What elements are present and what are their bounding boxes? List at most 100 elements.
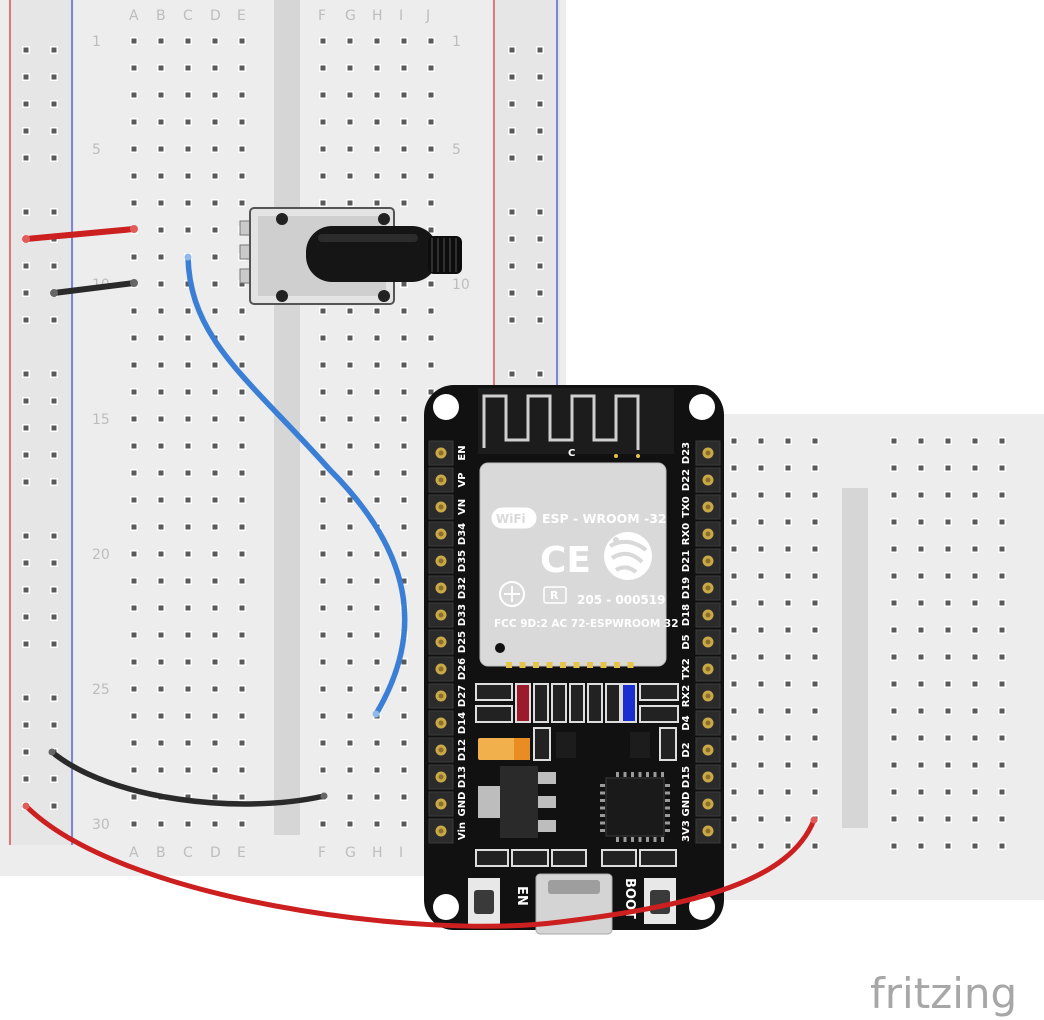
breadboard-hole[interactable]	[918, 465, 924, 471]
breadboard-hole[interactable]	[347, 740, 353, 746]
breadboard-hole[interactable]	[999, 708, 1005, 714]
breadboard-hole[interactable]	[347, 551, 353, 557]
breadboard-hole[interactable]	[51, 398, 57, 404]
breadboard-hole[interactable]	[972, 816, 978, 822]
breadboard-hole[interactable]	[239, 200, 245, 206]
breadboard-hole[interactable]	[239, 821, 245, 827]
breadboard-hole[interactable]	[401, 335, 407, 341]
breadboard-hole[interactable]	[401, 524, 407, 530]
breadboard-hole[interactable]	[428, 362, 434, 368]
breadboard-hole[interactable]	[51, 101, 57, 107]
breadboard-hole[interactable]	[185, 362, 191, 368]
breadboard-hole[interactable]	[320, 389, 326, 395]
wire-blue[interactable]	[184, 253, 408, 718]
breadboard-hole[interactable]	[347, 119, 353, 125]
breadboard-hole[interactable]	[239, 605, 245, 611]
breadboard-hole[interactable]	[158, 362, 164, 368]
breadboard-hole[interactable]	[185, 308, 191, 314]
breadboard-hole[interactable]	[918, 627, 924, 633]
breadboard-hole[interactable]	[812, 735, 818, 741]
breadboard-hole[interactable]	[131, 173, 137, 179]
breadboard-hole[interactable]	[158, 686, 164, 692]
breadboard-hole[interactable]	[131, 578, 137, 584]
breadboard-hole[interactable]	[158, 470, 164, 476]
breadboard-hole[interactable]	[428, 65, 434, 71]
wire-red-short[interactable]	[22, 225, 138, 243]
breadboard-hole[interactable]	[918, 519, 924, 525]
breadboard-hole[interactable]	[374, 794, 380, 800]
breadboard-hole[interactable]	[239, 497, 245, 503]
breadboard-hole[interactable]	[51, 614, 57, 620]
breadboard-hole[interactable]	[320, 173, 326, 179]
breadboard-hole[interactable]	[758, 492, 764, 498]
breadboard-hole[interactable]	[347, 578, 353, 584]
breadboard-hole[interactable]	[374, 335, 380, 341]
breadboard-hole[interactable]	[185, 470, 191, 476]
breadboard-hole[interactable]	[23, 614, 29, 620]
breadboard-hole[interactable]	[185, 416, 191, 422]
breadboard-hole[interactable]	[23, 479, 29, 485]
breadboard-hole[interactable]	[23, 695, 29, 701]
breadboard-hole[interactable]	[212, 497, 218, 503]
breadboard-hole[interactable]	[212, 659, 218, 665]
breadboard-hole[interactable]	[537, 128, 543, 134]
breadboard-hole[interactable]	[51, 722, 57, 728]
breadboard-hole[interactable]	[131, 632, 137, 638]
breadboard-hole[interactable]	[401, 470, 407, 476]
breadboard-hole[interactable]	[509, 47, 515, 53]
breadboard-hole[interactable]	[945, 762, 951, 768]
breadboard-hole[interactable]	[785, 465, 791, 471]
breadboard-hole[interactable]	[891, 735, 897, 741]
breadboard-hole[interactable]	[972, 573, 978, 579]
breadboard-hole[interactable]	[239, 65, 245, 71]
breadboard-hole[interactable]	[785, 573, 791, 579]
breadboard-hole[interactable]	[320, 713, 326, 719]
breadboard-hole[interactable]	[537, 236, 543, 242]
breadboard-hole[interactable]	[401, 767, 407, 773]
breadboard-hole[interactable]	[374, 578, 380, 584]
breadboard-hole[interactable]	[945, 627, 951, 633]
breadboard-hole[interactable]	[374, 65, 380, 71]
breadboard-hole[interactable]	[212, 713, 218, 719]
breadboard-hole[interactable]	[758, 843, 764, 849]
breadboard-hole[interactable]	[23, 47, 29, 53]
breadboard-hole[interactable]	[185, 740, 191, 746]
breadboard-hole[interactable]	[812, 519, 818, 525]
breadboard-hole[interactable]	[212, 632, 218, 638]
breadboard-hole[interactable]	[731, 816, 737, 822]
breadboard-hole[interactable]	[347, 389, 353, 395]
breadboard-hole[interactable]	[812, 627, 818, 633]
breadboard-hole[interactable]	[320, 200, 326, 206]
breadboard-hole[interactable]	[158, 524, 164, 530]
breadboard-hole[interactable]	[212, 92, 218, 98]
breadboard-hole[interactable]	[945, 465, 951, 471]
breadboard-hole[interactable]	[945, 438, 951, 444]
breadboard-hole[interactable]	[785, 789, 791, 795]
breadboard-hole[interactable]	[239, 416, 245, 422]
breadboard-hole[interactable]	[158, 632, 164, 638]
breadboard-hole[interactable]	[212, 173, 218, 179]
breadboard-hole[interactable]	[918, 708, 924, 714]
wire-black-short[interactable]	[50, 279, 138, 297]
breadboard-hole[interactable]	[758, 546, 764, 552]
breadboard-hole[interactable]	[401, 38, 407, 44]
breadboard-hole[interactable]	[320, 767, 326, 773]
breadboard-hole[interactable]	[758, 654, 764, 660]
breadboard-hole[interactable]	[891, 600, 897, 606]
breadboard-hole[interactable]	[320, 524, 326, 530]
breadboard-hole[interactable]	[131, 389, 137, 395]
breadboard-hole[interactable]	[918, 438, 924, 444]
breadboard-hole[interactable]	[131, 92, 137, 98]
breadboard-hole[interactable]	[891, 627, 897, 633]
breadboard-hole[interactable]	[158, 659, 164, 665]
breadboard-hole[interactable]	[239, 713, 245, 719]
breadboard-hole[interactable]	[401, 308, 407, 314]
breadboard-hole[interactable]	[785, 492, 791, 498]
breadboard-hole[interactable]	[239, 659, 245, 665]
breadboard-hole[interactable]	[185, 524, 191, 530]
breadboard-hole[interactable]	[23, 128, 29, 134]
breadboard-hole[interactable]	[239, 794, 245, 800]
breadboard-hole[interactable]	[320, 146, 326, 152]
breadboard-hole[interactable]	[812, 600, 818, 606]
breadboard-hole[interactable]	[401, 659, 407, 665]
